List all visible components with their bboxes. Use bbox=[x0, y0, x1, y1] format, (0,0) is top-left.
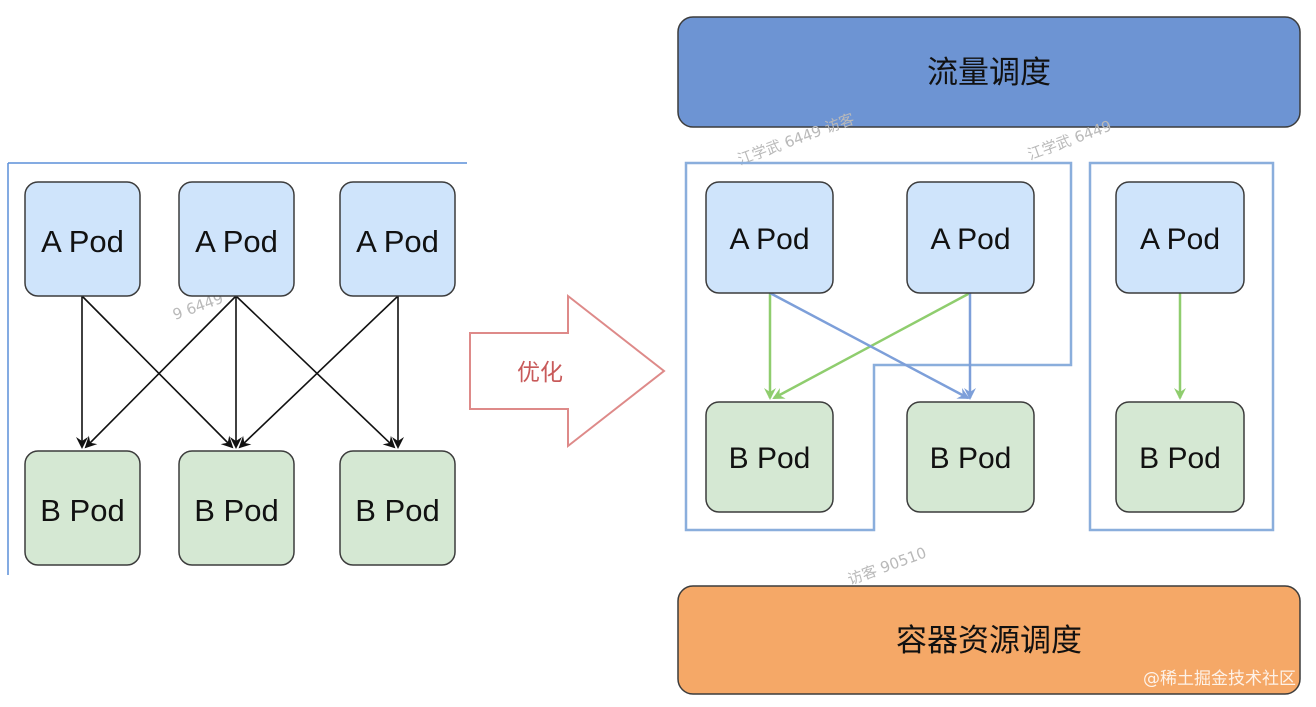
pod-label: B Pod bbox=[355, 493, 439, 528]
edge-a1-b2 bbox=[81, 295, 234, 449]
pod-label: A Pod bbox=[195, 224, 278, 259]
right-diagram: 流量调度 江学武 6449 访客 江学武 6449 访客 90510 A Pod… bbox=[677, 16, 1301, 695]
b-pod: B Pod bbox=[24, 450, 141, 566]
b-pod: B Pod bbox=[705, 401, 834, 513]
pod-label: B Pod bbox=[40, 493, 124, 528]
optimize-arrow-shape bbox=[469, 293, 666, 449]
resource-scheduling-bar: 容器资源调度 bbox=[677, 585, 1301, 695]
right-connections bbox=[764, 291, 1186, 400]
pod-label: A Pod bbox=[930, 223, 1010, 256]
a-pod: A Pod bbox=[24, 181, 141, 297]
faint-watermark: 访客 90510 bbox=[845, 544, 929, 589]
pod-label: A Pod bbox=[356, 224, 439, 259]
left-connections bbox=[76, 295, 404, 449]
pod-label: B Pod bbox=[1139, 442, 1221, 475]
a-pod: A Pod bbox=[1115, 181, 1245, 294]
b-pod: B Pod bbox=[339, 450, 456, 566]
optimize-arrow: 优化 bbox=[469, 293, 666, 449]
pod-label: B Pod bbox=[729, 442, 811, 475]
a-pod: A Pod bbox=[705, 181, 834, 294]
traffic-scheduling-bar: 流量调度 bbox=[677, 16, 1301, 128]
traffic-scheduling-label: 流量调度 bbox=[927, 55, 1051, 91]
pod-label: A Pod bbox=[1140, 223, 1220, 256]
pod-group-1-border bbox=[684, 161, 1073, 532]
left-diagram: 9 6449 A Pod A Pod A Pod B Pod bbox=[7, 162, 467, 575]
edge-blue-a1-b2 bbox=[769, 291, 970, 400]
pod-label: B Pod bbox=[930, 442, 1012, 475]
pod-label: B Pod bbox=[194, 493, 278, 528]
b-pod: B Pod bbox=[906, 401, 1035, 513]
optimize-arrow-label: 优化 bbox=[517, 360, 563, 386]
b-pod: B Pod bbox=[1115, 401, 1245, 513]
a-pod: A Pod bbox=[906, 181, 1035, 294]
edge-a3-b2 bbox=[238, 295, 399, 449]
site-watermark: @稀土掘金技术社区 bbox=[1143, 669, 1296, 689]
a-pod: A Pod bbox=[339, 181, 456, 297]
pod-group-2-border bbox=[1088, 161, 1275, 532]
b-pod: B Pod bbox=[178, 450, 295, 566]
edge-a2-b1 bbox=[84, 295, 237, 449]
resource-scheduling-label: 容器资源调度 bbox=[896, 623, 1082, 659]
pod-label: A Pod bbox=[729, 223, 809, 256]
pod-label: A Pod bbox=[41, 224, 124, 259]
a-pod: A Pod bbox=[178, 181, 295, 297]
edge-a2-b3 bbox=[235, 295, 396, 449]
edge-green-a2-b1 bbox=[772, 291, 971, 400]
